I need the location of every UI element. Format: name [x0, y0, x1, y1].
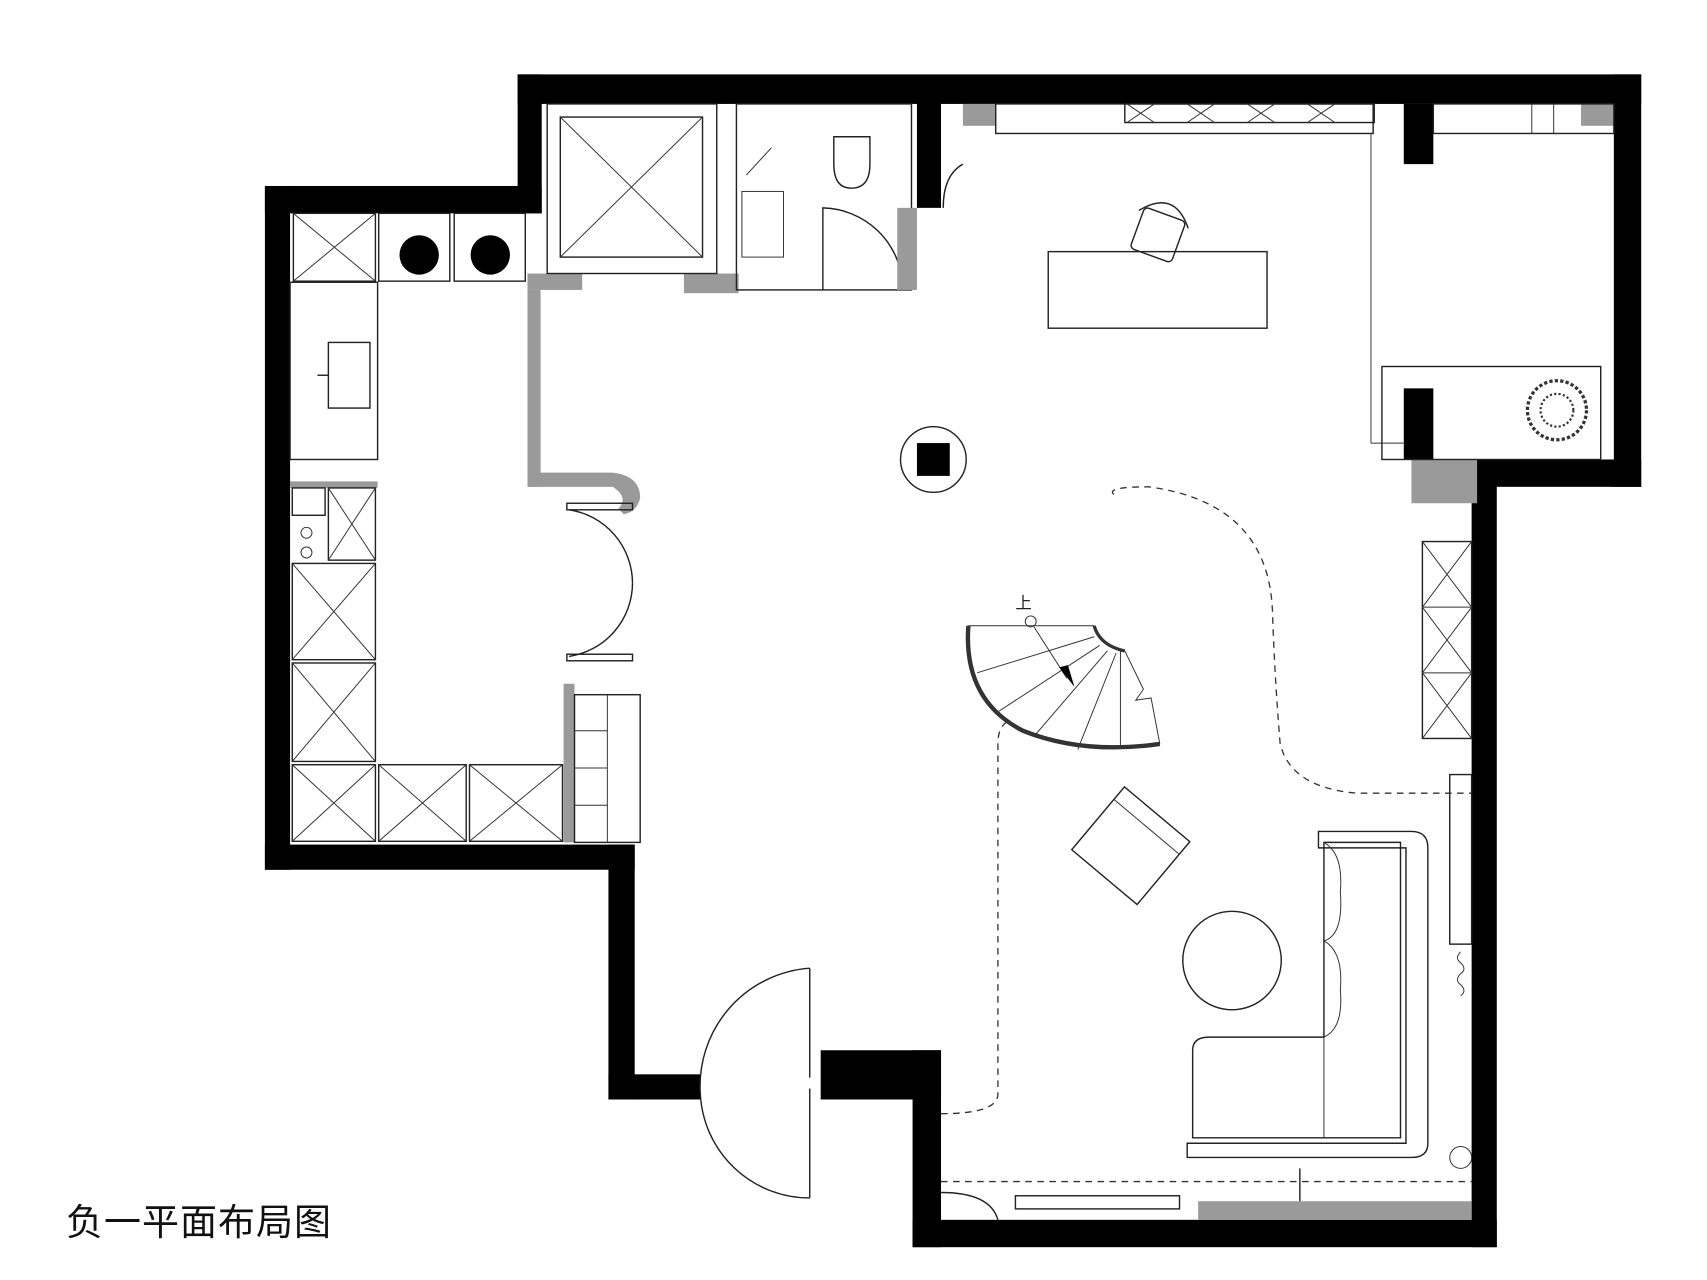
armchair: [1070, 785, 1191, 906]
storage-cabinet-top: [995, 103, 1615, 461]
zone-outline: [941, 721, 1008, 1115]
round-table: [1182, 910, 1282, 1011]
laundry-area: [289, 212, 527, 461]
walls: [264, 74, 1642, 1248]
plan-title: 负一平面布局图: [66, 1201, 332, 1244]
plant-icon: [1525, 379, 1589, 442]
chair-icon: [1130, 202, 1189, 263]
rug-outline: [1111, 486, 1472, 794]
spiral-stair: 上: [965, 593, 1161, 750]
wardrobe-right: [1421, 540, 1473, 1169]
floor-vent: [1014, 1195, 1181, 1210]
sofa: [1186, 830, 1429, 1159]
bathroom: [735, 103, 917, 291]
doors: [566, 163, 999, 1221]
kitchen-cabinets: [290, 481, 641, 844]
elevator-shaft: [546, 103, 718, 275]
desk: [1047, 202, 1268, 329]
column: [899, 425, 967, 494]
stair-up-label: 上: [1015, 593, 1031, 612]
